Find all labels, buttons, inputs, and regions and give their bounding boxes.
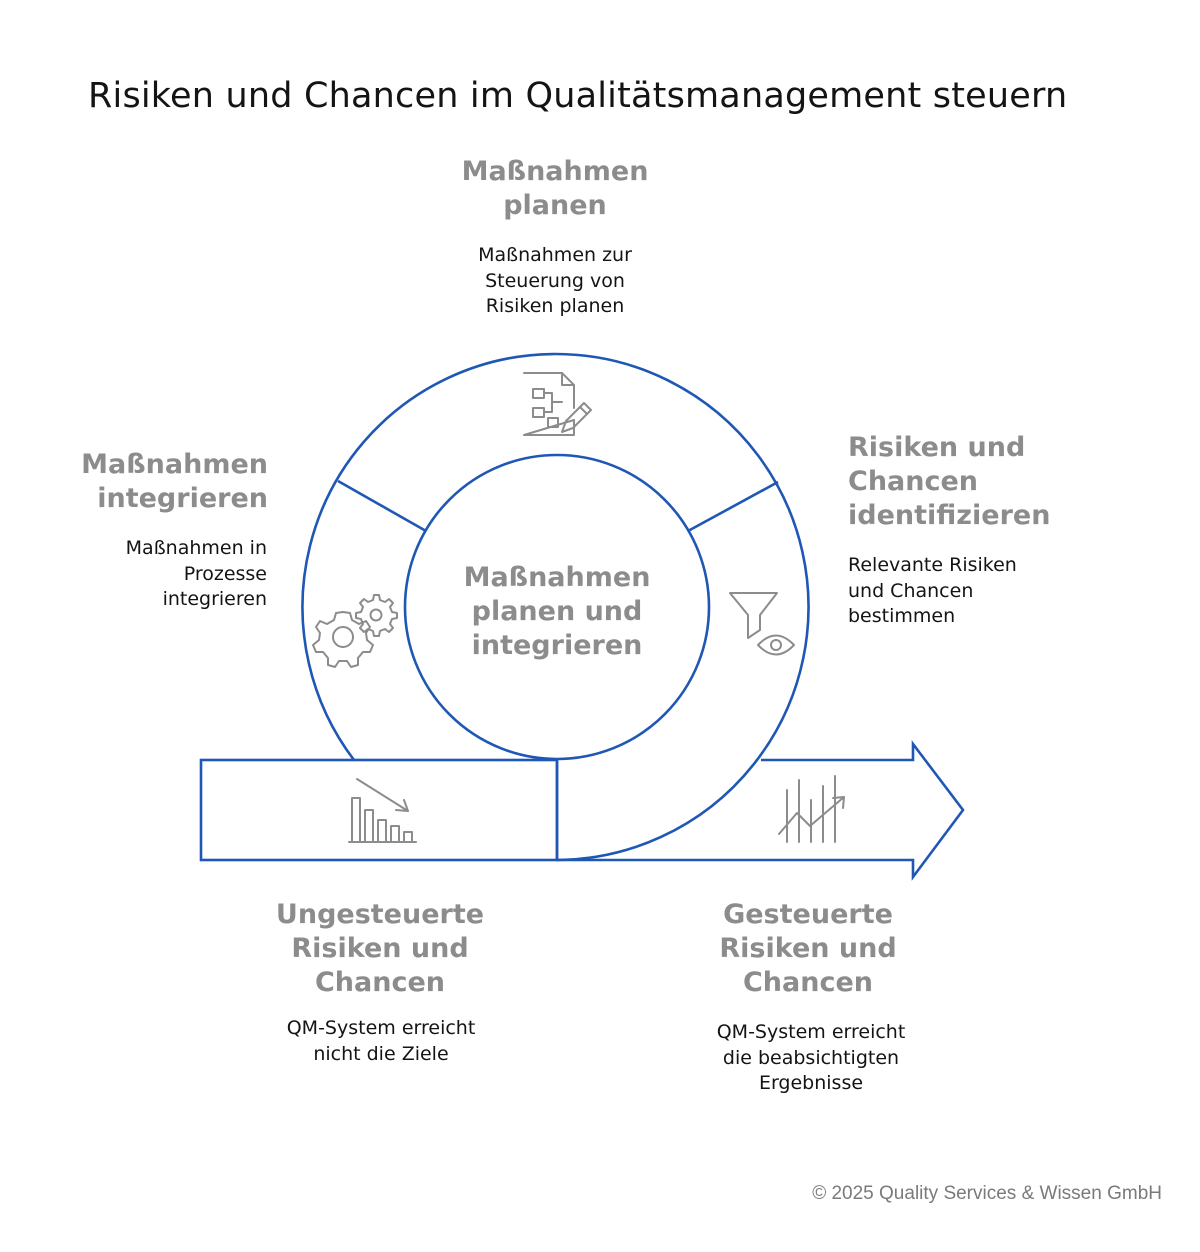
- outcome-uncontrolled-description: QM-System erreicht nicht die Ziele: [286, 1017, 476, 1065]
- outcome-uncontrolled-heading: Ungesteuerte Risiken und Chancen: [275, 899, 485, 998]
- outer-ring: [301, 352, 810, 862]
- controlled-arrow: [557, 740, 965, 881]
- divider-left: [337, 479, 427, 533]
- divider-right: [687, 480, 779, 533]
- center-label: Maßnahmen planen und integrieren: [463, 562, 651, 661]
- copyright-notice: © 2025 Quality Services & Wissen GmbH: [812, 1183, 1162, 1204]
- declining-bar-chart-icon: [348, 778, 417, 843]
- step-plan-heading: Maßnahmen planen: [461, 156, 649, 221]
- step-plan-description: Maßnahmen zur Steuerung von Risiken plan…: [478, 244, 632, 317]
- outcome-controlled-heading: Gesteuerte Risiken und Chancen: [719, 899, 897, 998]
- page-title: Risiken und Chancen im Qualitätsmanageme…: [88, 76, 1068, 116]
- funnel-eye-icon: [729, 592, 795, 656]
- step-integrate-heading: Maßnahmen integrieren: [81, 449, 268, 514]
- step-identify-heading: Risiken und Chancen identifizieren: [848, 432, 1051, 531]
- rising-chart-icon: [778, 775, 845, 843]
- gears-icon: [312, 594, 398, 668]
- document-flowchart-pencil-icon: [523, 372, 592, 436]
- step-integrate-description: Maßnahmen in Prozesse integrieren: [125, 537, 267, 610]
- inner-circle: [403, 453, 711, 761]
- uncontrolled-box: [199, 758, 559, 862]
- outcome-controlled-description: QM-System erreicht die beabsichtigten Er…: [716, 1021, 906, 1094]
- step-identify-description: Relevante Risiken und Chancen bestimmen: [848, 554, 1017, 627]
